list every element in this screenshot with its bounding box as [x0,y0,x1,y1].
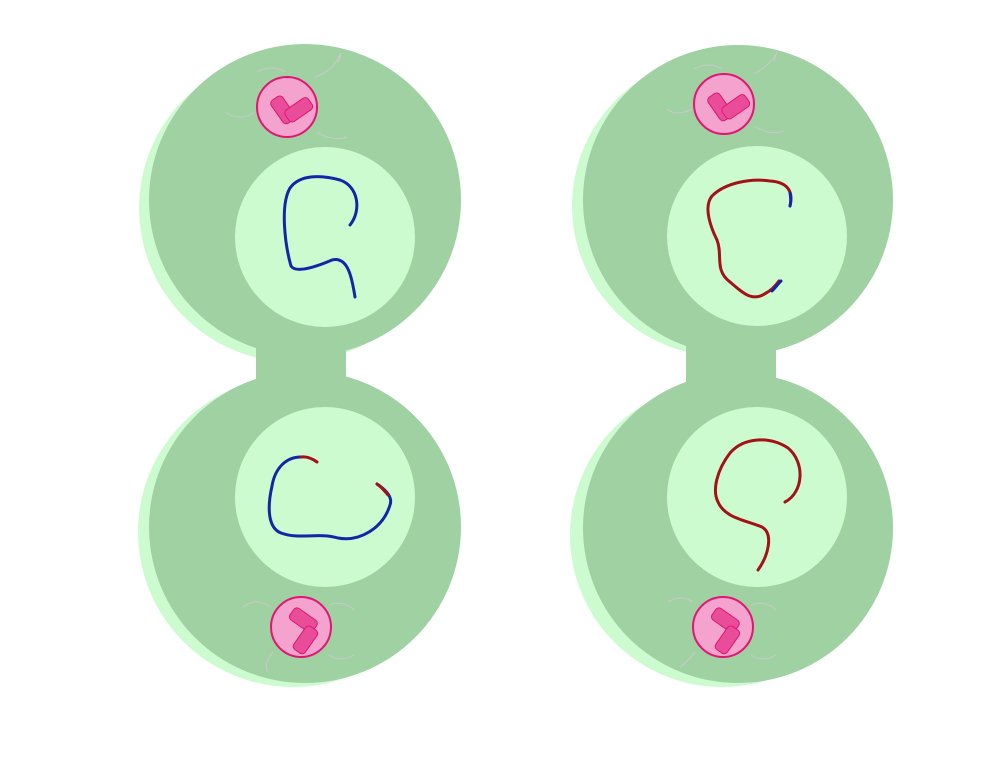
chromosome-segment-maternal [788,191,793,208]
right-dividing-cell [570,45,893,687]
chromosome-maternal [267,455,393,541]
cleavage-furrow-bridge [686,318,776,408]
centrosome-bottom-left [242,596,355,673]
chromosome-segment-maternal [770,279,783,293]
bottom-nucleus [667,407,847,587]
top-nucleus [235,147,415,327]
centrosome-bottom-right [667,596,777,668]
chromosome-paternal [714,438,802,572]
left-dividing-cell [138,44,461,687]
top-nucleus [667,146,847,326]
chromosome-segment-paternal [299,455,319,464]
centrosome-top-right [666,51,785,135]
chromosome-maternal [282,175,359,299]
cleavage-furrow-bridge [256,320,346,410]
chromosome-paternal [706,178,793,299]
centrosome-top-left [224,52,348,140]
chromosome-segment-paternal [375,482,390,497]
bottom-nucleus [235,407,415,587]
